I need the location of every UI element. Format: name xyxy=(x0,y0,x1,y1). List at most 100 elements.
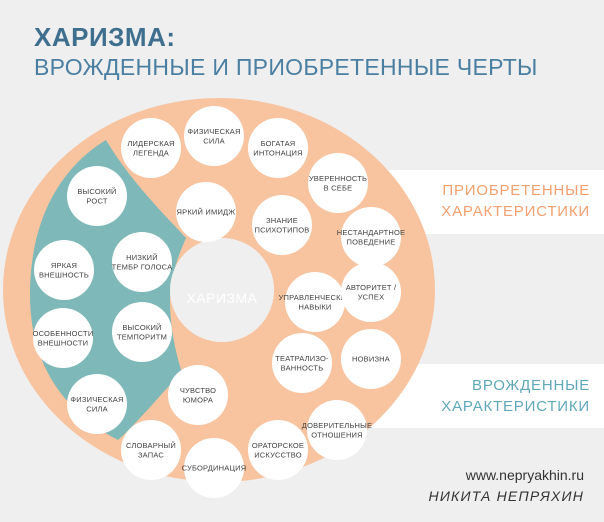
acquired-trait: ЯРКИЙ ИМИДЖ xyxy=(176,182,236,242)
innate-trait-circle xyxy=(33,308,93,368)
acquired-trait-circle xyxy=(168,365,228,425)
acquired-trait-label-line: ВАННОСТЬ xyxy=(281,363,324,372)
site-url[interactable]: www.nepryakhin.ru xyxy=(465,467,584,483)
acquired-trait-label-line: ЛЕГЕНДА xyxy=(133,148,169,157)
acquired-trait-circle xyxy=(308,153,368,213)
acquired-trait-label-line: ЮМОРА xyxy=(183,395,213,404)
acquired-trait-label-line: ПСИХОТИПОВ xyxy=(255,225,310,234)
acquired-band-line-2: ХАРАКТЕРИСТИКИ xyxy=(441,203,590,220)
acquired-trait-label-line: БОГАТАЯ xyxy=(261,139,296,148)
acquired-trait-label-line: ЗАПАС xyxy=(138,450,164,459)
innate-trait-circle xyxy=(112,232,172,292)
acquired-trait: АВТОРИТЕТ /УСПЕХ xyxy=(341,262,401,322)
acquired-trait-circle xyxy=(307,400,367,460)
acquired-trait-circle xyxy=(252,195,312,255)
acquired-trait-label-line: ИСКУССТВО xyxy=(254,450,302,459)
innate-trait-circle xyxy=(34,240,94,300)
acquired-trait-label-line: В СЕБЕ xyxy=(324,183,353,192)
acquired-trait-label-line: УСПЕХ xyxy=(358,292,385,301)
acquired-trait-label-line: ФИЗИЧЕСКАЯ xyxy=(187,127,240,136)
acquired-trait-label-line: НОВИЗНА xyxy=(352,355,390,364)
acquired-trait-label-line: УПРАВЛЕНЧЕСКИЕ xyxy=(279,293,352,302)
acquired-trait-circle xyxy=(176,182,236,242)
innate-trait-circle xyxy=(67,374,127,434)
acquired-trait-label-line: ЯРКИЙ ИМИДЖ xyxy=(177,208,236,217)
acquired-trait: СУБОРДИНАЦИЯ xyxy=(182,438,247,498)
innate-trait-label-line: ВЫСОКИЙ xyxy=(77,187,116,196)
innate-trait-label-line: ОСОБЕННОСТИ xyxy=(33,329,94,338)
acquired-trait-label-line: ТЕАТРАЛИЗО- xyxy=(275,354,329,363)
page-subtitle: ВРОЖДЕННЫЕ И ПРИОБРЕТЕННЫЕ ЧЕРТЫ xyxy=(34,54,538,80)
acquired-trait-circle xyxy=(184,438,244,498)
acquired-trait-circle xyxy=(341,262,401,322)
acquired-trait-circle xyxy=(341,207,401,267)
acquired-trait-label-line: ПОВЕДЕНИЕ xyxy=(347,237,396,246)
acquired-band-line-1: ПРИОБРЕТЕННЫЕ xyxy=(442,182,590,199)
acquired-trait-label-line: СЛОВАРНЫЙ xyxy=(126,441,176,450)
acquired-band-label: ПРИОБРЕТЕННЫЕ ХАРАКТЕРИСТИКИ xyxy=(370,180,590,222)
acquired-trait-label-line: ЗНАНИЕ xyxy=(266,216,298,225)
innate-trait-label-line: ЯРКАЯ xyxy=(51,261,77,270)
acquired-trait-circle xyxy=(285,272,345,332)
innate-trait-circle xyxy=(67,166,127,226)
innate-trait-label-line: ТЕМПОРИТМ xyxy=(117,332,167,341)
acquired-trait-label-line: ЧУВСТВО xyxy=(180,386,216,395)
innate-trait-label-line: ВНЕШНОСТЬ xyxy=(39,270,89,279)
innate-trait-label-line: РОСТ xyxy=(86,196,107,205)
acquired-trait-circle xyxy=(121,118,181,178)
acquired-trait: НОВИЗНА xyxy=(341,329,401,389)
acquired-trait-circle xyxy=(248,118,308,178)
center-hole xyxy=(170,238,274,342)
innate-trait-label-line: СИЛА xyxy=(86,404,108,413)
acquired-trait-label-line: ЛИДЕРСКАЯ xyxy=(127,139,174,148)
innate-trait-circle xyxy=(112,302,172,362)
innate-trait-label-line: ВНЕШНОСТИ xyxy=(38,338,88,347)
acquired-trait-circle xyxy=(248,420,308,480)
acquired-trait-label-line: СУБОРДИНАЦИЯ xyxy=(182,464,247,473)
innate-trait-label-line: ФИЗИЧЕСКАЯ xyxy=(70,395,123,404)
innate-trait-label-line: ТЕМБР ГОЛОСА xyxy=(112,262,173,271)
innate-trait-label-line: НИЗКИЙ xyxy=(126,253,158,262)
acquired-trait-label-line: ОТНОШЕНИЯ xyxy=(311,430,363,439)
author-name: НИКИТА НЕПРЯХИН xyxy=(428,488,584,504)
acquired-trait-label-line: УВЕРЕННОСТЬ xyxy=(309,174,367,183)
acquired-trait-circle xyxy=(272,333,332,393)
acquired-trait-label-line: СИЛА xyxy=(203,136,225,145)
innate-band-line-2: ХАРАКТЕРИСТИКИ xyxy=(441,398,590,415)
acquired-trait: ТЕАТРАЛИЗО-ВАННОСТЬ xyxy=(272,333,332,393)
acquired-trait-label-line: ДОВЕРИТЕЛЬНЫЕ xyxy=(302,421,372,430)
page-title: ХАРИЗМА: xyxy=(34,22,176,52)
acquired-trait-label-line: ИНТОНАЦИЯ xyxy=(253,148,302,157)
acquired-trait-label-line: НАВЫКИ xyxy=(298,302,331,311)
acquired-trait-label-line: НЕСТАНДАРТНОЕ xyxy=(337,228,406,237)
center-label: ХАРИЗМА xyxy=(186,290,257,306)
innate-trait-label-line: ВЫСОКИЙ xyxy=(122,323,161,332)
acquired-trait-label-line: АВТОРИТЕТ / xyxy=(346,283,397,292)
innate-band-line-1: ВРОЖДЕННЫЕ xyxy=(472,377,590,394)
acquired-trait-label-line: ОРАТОРСКОЕ xyxy=(252,441,304,450)
acquired-trait-circle xyxy=(184,106,244,166)
acquired-trait-circle xyxy=(121,420,181,480)
acquired-trait-circle xyxy=(341,329,401,389)
innate-band-label: ВРОЖДЕННЫЕ ХАРАКТЕРИСТИКИ xyxy=(370,375,590,417)
